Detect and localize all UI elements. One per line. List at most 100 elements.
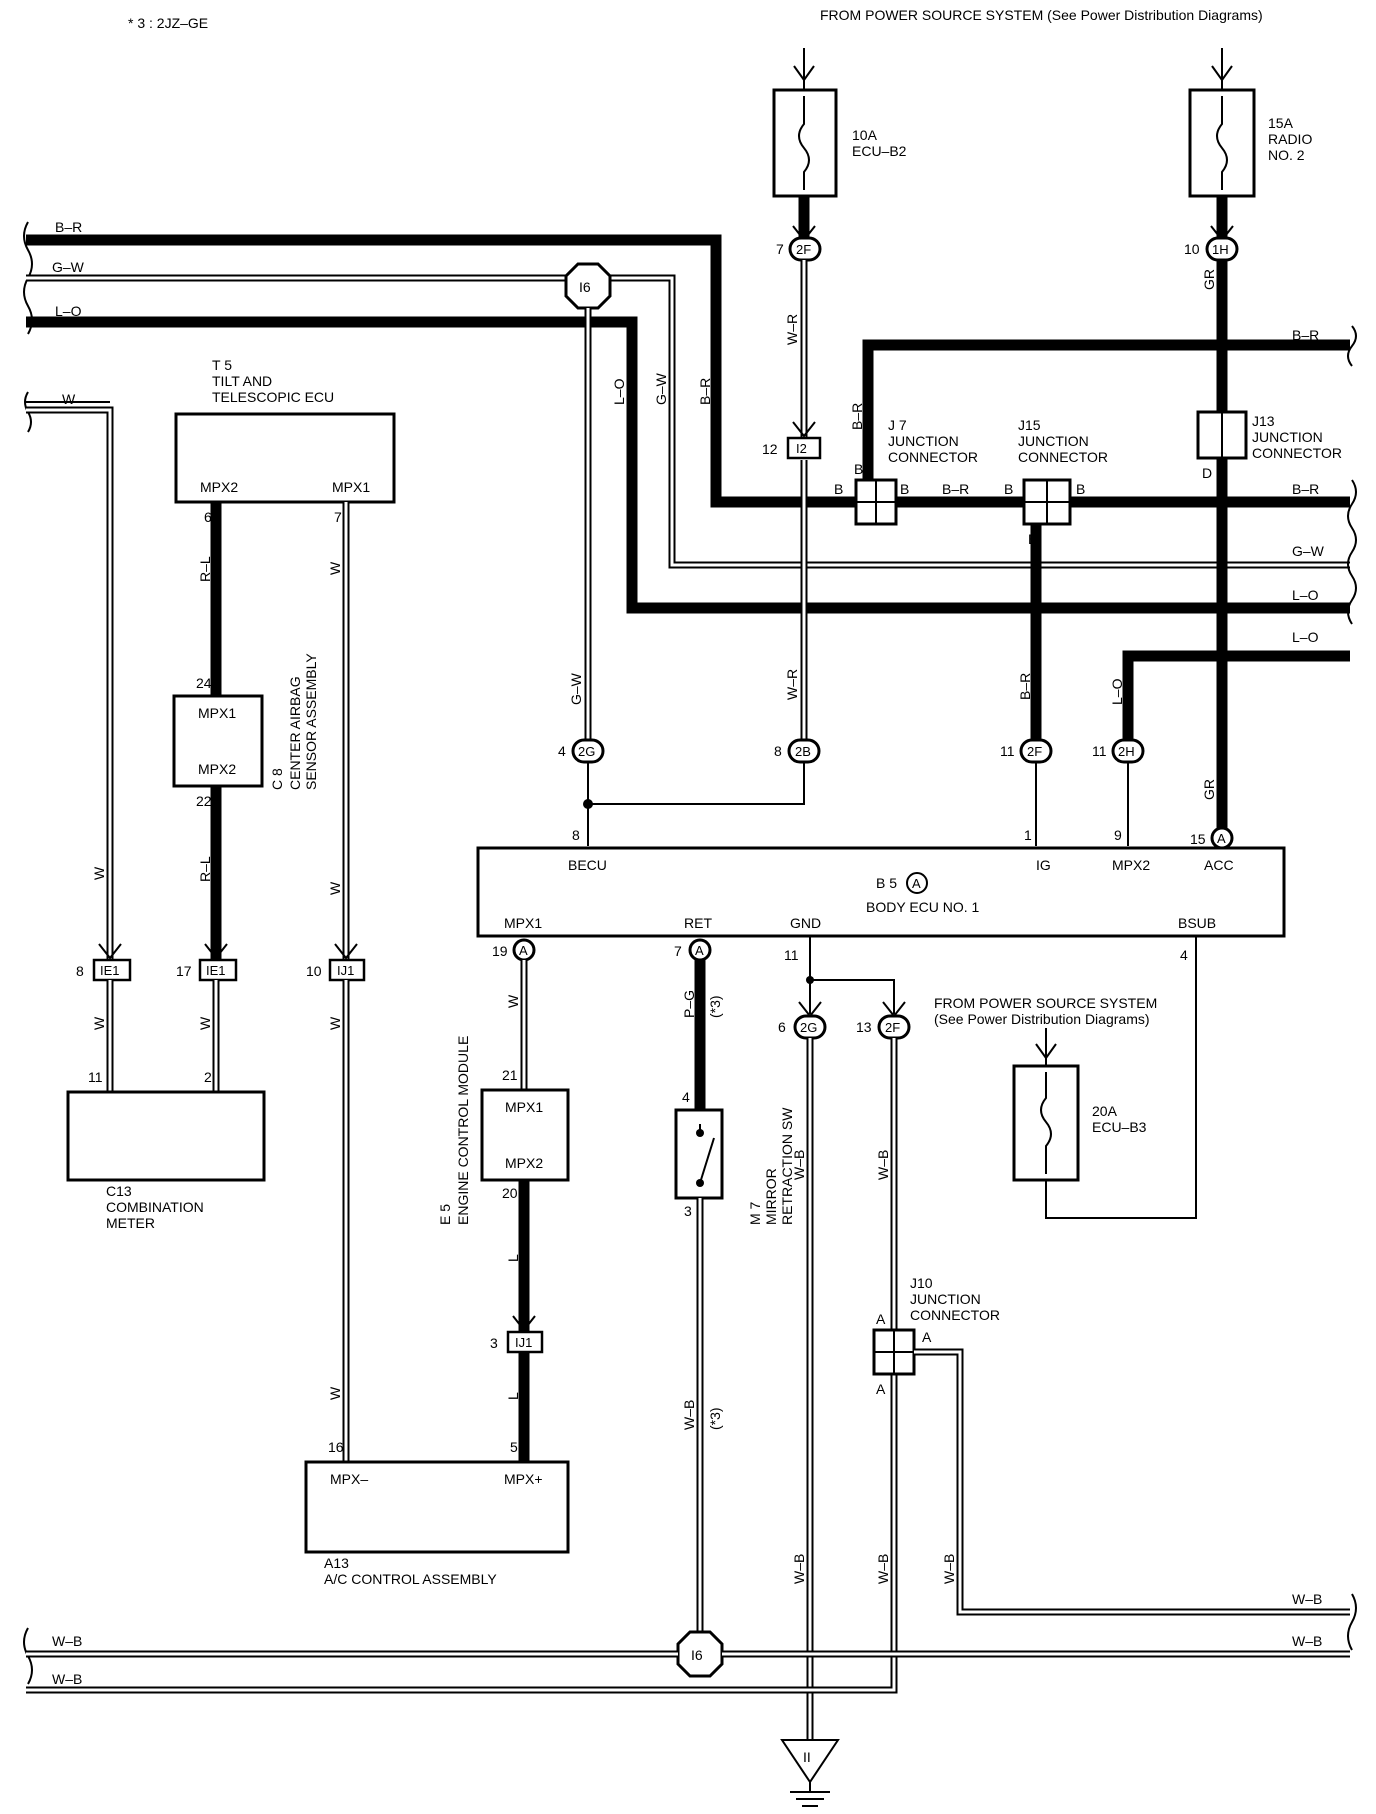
switch-contact-top xyxy=(696,1129,704,1137)
wire-label-w-c13b: W xyxy=(197,1016,213,1030)
power-source-top: FROM POWER SOURCE SYSTEM (See Power Dist… xyxy=(820,7,1263,23)
wire-label-wb-j10-2: W–B xyxy=(875,1554,891,1584)
fuse-radio2-element xyxy=(1216,96,1228,190)
connector-i6-top xyxy=(564,262,612,310)
bus-lo-top xyxy=(26,316,1350,614)
junction-j13-pin-d: D xyxy=(1202,465,1212,481)
c8-name2: SENSOR ASSEMBLY xyxy=(303,653,319,790)
t5-name1: TILT AND xyxy=(212,373,272,389)
wire-label-lo-right: L–O xyxy=(1292,587,1319,603)
connector-ie1-a-label: IE1 xyxy=(100,963,120,978)
b5-id: B 5 xyxy=(876,875,897,891)
fuse-ecu-b2-element xyxy=(798,96,810,190)
arrow-radio2 xyxy=(1211,65,1233,82)
junction-j10-id: J10 xyxy=(910,1275,933,1291)
pin-21: 21 xyxy=(502,1067,518,1083)
b5-conn-label: A xyxy=(912,876,921,891)
c13-name1: COMBINATION xyxy=(106,1199,204,1215)
wire-label-wb-left-2: W–B xyxy=(52,1671,82,1687)
m7-name1: MIRROR xyxy=(763,1168,779,1225)
b5-pin-ig: IG xyxy=(1036,857,1051,873)
pin-11-2f: 11 xyxy=(1000,743,1015,759)
t5-pin-mpx1: MPX1 xyxy=(332,479,370,495)
pin-5: 5 xyxy=(510,1439,518,1455)
fuse-radio2-name1: RADIO xyxy=(1268,131,1312,147)
connector-i2-label: I2 xyxy=(796,441,807,456)
pin-10-ij1: 10 xyxy=(306,963,322,979)
e5-pin-mpx2: MPX2 xyxy=(505,1155,543,1171)
b5-pin-gnd: GND xyxy=(790,915,821,931)
pin-24: 24 xyxy=(196,675,212,691)
pin-8-becu: 8 xyxy=(572,827,580,843)
fuse-ecu-b2-amp: 10A xyxy=(852,127,878,143)
wire-label-w-e5: W xyxy=(505,994,521,1008)
center-airbag-sensor xyxy=(172,694,264,788)
connector-2f-ig-label: 2F xyxy=(1027,744,1042,759)
wire-label-w-c13a: W xyxy=(91,1016,107,1030)
wire-label-br-j7: B–R xyxy=(849,403,865,430)
wire-label-gr-2: GR xyxy=(1201,779,1217,800)
wire-label-br-vert: B–R xyxy=(697,378,713,405)
engine-control-module xyxy=(480,1088,570,1182)
junction-j7-name1: JUNCTION xyxy=(888,433,959,449)
ac-control-assembly xyxy=(304,1460,570,1554)
a13-name: A/C CONTROL ASSEMBLY xyxy=(324,1571,497,1587)
pin-17-ie1: 17 xyxy=(176,963,192,979)
pin-8-ie1: 8 xyxy=(76,963,84,979)
b5-pin-bsub: BSUB xyxy=(1178,915,1216,931)
wire-label-wb-right-1: W–B xyxy=(1292,1591,1322,1607)
a13-pin-mpx-plus: MPX+ xyxy=(504,1471,543,1487)
junction-j15-name2: CONNECTOR xyxy=(1018,449,1108,465)
wire-label-l-2: L xyxy=(505,1392,521,1400)
wire-wb-j10 xyxy=(26,1038,898,1694)
junction-j15-pin-b-left: B xyxy=(1004,481,1013,497)
connector-2f-bottom-label: 2F xyxy=(885,1020,900,1035)
wire-label-wr-2: W–R xyxy=(784,669,800,700)
b5-pin-becu: BECU xyxy=(568,857,607,873)
wire-label-rl-1: R–L xyxy=(197,556,213,582)
connector-i6-top-label: I6 xyxy=(579,279,591,295)
splice-gnd xyxy=(806,976,814,984)
pin-20: 20 xyxy=(502,1185,518,1201)
pin-4-2g: 4 xyxy=(558,743,566,759)
bus-gw-top xyxy=(26,274,1350,569)
pin-22: 22 xyxy=(196,793,212,809)
junction-j13-name1: JUNCTION xyxy=(1252,429,1323,445)
arrow-ie1-b xyxy=(204,943,228,960)
c13-name2: METER xyxy=(106,1215,155,1231)
c8-pin-mpx2: MPX2 xyxy=(198,761,236,777)
pin-11-c13: 11 xyxy=(88,1069,103,1085)
wire-label-wb-m7: W–B xyxy=(681,1400,697,1430)
wire-label-wb-gnd-2: W–B xyxy=(791,1554,807,1584)
tilt-telescopic-ecu xyxy=(174,412,396,504)
wire-label-w-left-2: W xyxy=(91,866,107,880)
wire-label-wb-left-1: W–B xyxy=(52,1633,82,1649)
pin-4-m7: 4 xyxy=(682,1089,690,1105)
c8-pin-mpx1: MPX1 xyxy=(198,705,236,721)
connector-2g-top-label: 2G xyxy=(578,744,595,759)
connector-acc-label: A xyxy=(1217,831,1226,846)
junction-j15-name1: JUNCTION xyxy=(1018,433,1089,449)
connector-2h-label: 2H xyxy=(1118,744,1135,759)
pin-12-i2: 12 xyxy=(762,441,778,457)
fuse-radio2-name2: NO. 2 xyxy=(1268,147,1305,163)
wire-bsub xyxy=(1045,936,1197,1219)
wire-label-l-1: L xyxy=(505,1254,521,1262)
b5-pin-mpx2: MPX2 xyxy=(1112,857,1150,873)
engine-note: * 3 : 2JZ–GE xyxy=(128,15,208,31)
junction-j7-cross xyxy=(856,480,896,524)
arrow-ij1-a xyxy=(334,943,358,960)
junction-j7-pin-b-left: B xyxy=(834,481,843,497)
pin-2-c13: 2 xyxy=(204,1069,212,1085)
pin-7-t5: 7 xyxy=(334,509,342,525)
junction-j10-pin-a-top: A xyxy=(876,1311,886,1327)
pin-3-m7: 3 xyxy=(684,1203,692,1219)
connector-ie1-b-label: IE1 xyxy=(206,963,226,978)
pin-15-acc: 15 xyxy=(1190,831,1206,847)
connector-i2 xyxy=(786,436,822,460)
ground-triangle xyxy=(780,1739,840,1784)
left-edge-breaks xyxy=(23,221,33,1685)
junction-j15-pin-b-right: B xyxy=(1076,481,1085,497)
switch-blade xyxy=(699,1137,715,1184)
